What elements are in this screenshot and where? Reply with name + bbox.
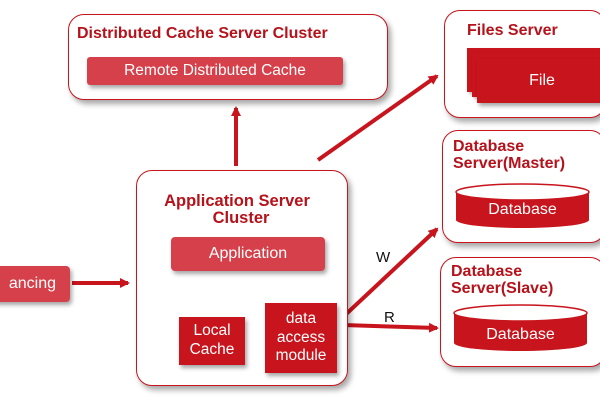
- files-server-box: Files Server File: [444, 10, 600, 118]
- cache-cluster-title: Distributed Cache Server Cluster: [77, 25, 328, 42]
- local-cache-line2: Cache: [189, 341, 235, 358]
- file-item: File: [477, 59, 600, 103]
- db-master-cylinder: [455, 183, 590, 228]
- dam-line1: data: [285, 310, 317, 328]
- db-slave-cylinder: [453, 304, 588, 351]
- write-label: W: [376, 249, 391, 266]
- cache-cluster-box: Distributed Cache Server Cluster Remote …: [68, 14, 388, 100]
- db-slave-db-label: Database: [486, 326, 555, 343]
- load-balancing-block: ancing: [0, 266, 70, 302]
- arrow-read-to-slave: [342, 322, 439, 333]
- arrow-write-to-master: [341, 227, 439, 319]
- dam-line2: access: [276, 328, 326, 346]
- files-server-title: Files Server: [467, 22, 558, 39]
- db-slave-box: Database Server(Slave) Database: [440, 257, 600, 367]
- db-master-db-label: Database: [488, 201, 557, 218]
- db-slave-title-line1: Database: [451, 263, 523, 280]
- arrow-app-to-files: [316, 74, 439, 162]
- data-access-module-block: data access module: [265, 303, 337, 373]
- app-cluster-title-line2: Cluster: [212, 209, 270, 228]
- db-master-title-line2: Server(Master): [453, 154, 566, 172]
- dam-line3: module: [275, 347, 327, 365]
- db-master-title: Database Server(Master): [453, 138, 566, 173]
- application-block: Application: [171, 237, 325, 271]
- db-master-title-line1: Database: [453, 138, 525, 155]
- db-slave-title: Database Server(Slave): [451, 263, 554, 298]
- app-cluster-title: Application Server Cluster: [137, 192, 337, 228]
- local-cache-line1: Local: [193, 322, 231, 340]
- local-cache-block: Local Cache: [179, 317, 245, 365]
- db-slave-title-line2: Server(Slave): [451, 279, 554, 297]
- app-cluster-box: Application Server Cluster Application L…: [136, 170, 348, 386]
- db-master-box: Database Server(Master) Database: [442, 130, 600, 243]
- app-cluster-title-line1: Application Server: [164, 192, 310, 210]
- read-label: R: [384, 309, 395, 326]
- remote-distributed-cache: Remote Distributed Cache: [87, 57, 343, 85]
